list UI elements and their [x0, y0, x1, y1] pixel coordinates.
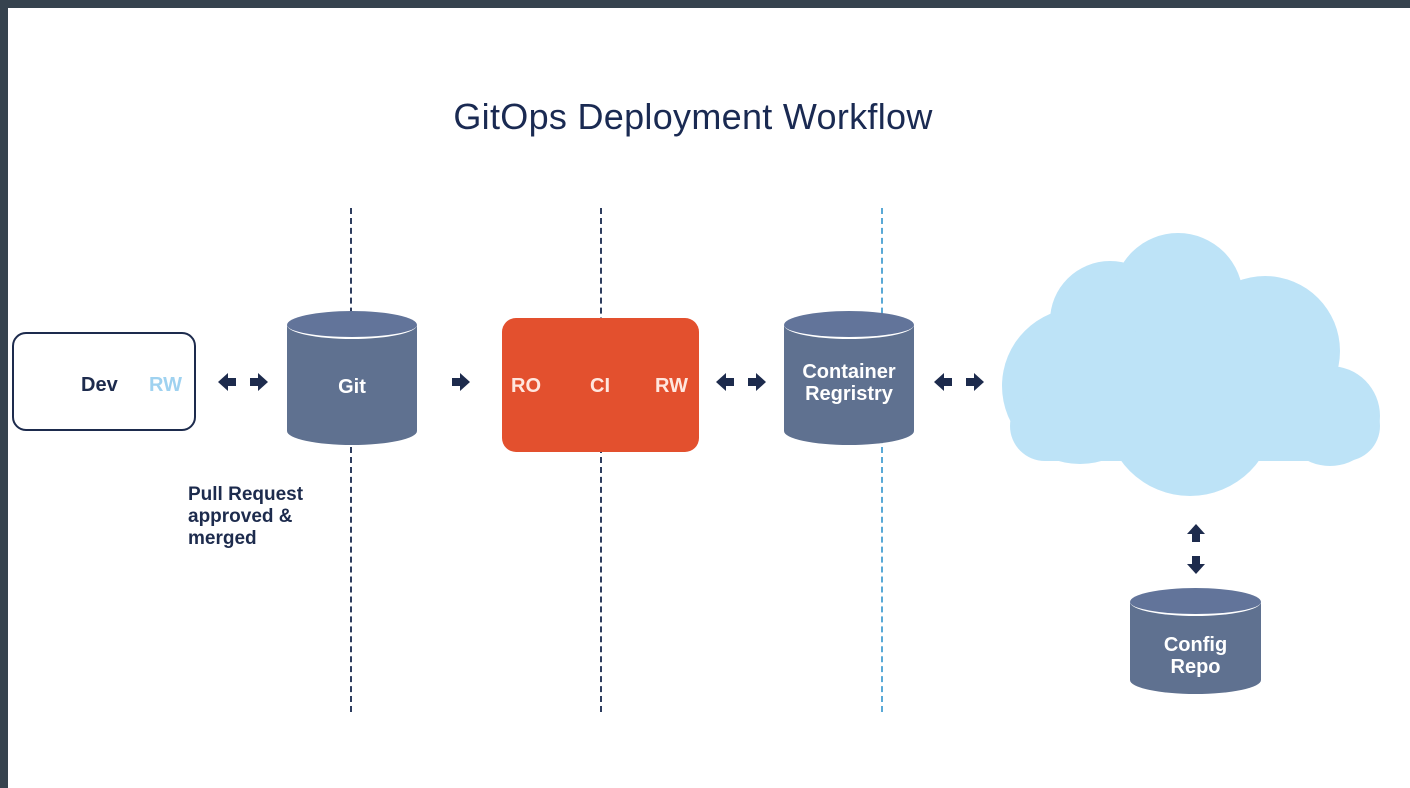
config-repo-label-line2: Repo: [1170, 656, 1221, 678]
container-registry-label-line2: Regristry: [805, 383, 893, 405]
stage-divider-1: [350, 208, 352, 712]
vertical-double-arrow-icon: [1187, 524, 1205, 574]
stage-divider-2: [600, 208, 602, 712]
cloud-icon: [1002, 233, 1380, 496]
git-label: Git: [338, 376, 366, 398]
pull-request-note: Pull Request approved & merged: [188, 484, 304, 549]
ci-ro-label: RO: [511, 375, 541, 397]
dev-label: Dev: [81, 374, 118, 396]
dev-access-label: RW: [149, 374, 182, 396]
right-arrow-icon: [452, 373, 470, 391]
diagram-canvas: GitOps Deployment Workflow Dev RW Git Pu…: [8, 8, 1410, 788]
double-arrow-icon: [934, 373, 984, 391]
container-registry-node: Container Regristry: [784, 311, 914, 445]
container-registry-label-line1: Container: [802, 361, 896, 383]
stage-divider-3: [881, 208, 883, 712]
double-arrow-icon: [218, 373, 268, 391]
config-repo-label-line1: Config: [1163, 634, 1228, 656]
ci-label: CI: [590, 375, 610, 397]
dev-node: Dev RW: [12, 332, 196, 431]
git-node: Git: [287, 311, 417, 445]
double-arrow-icon: [716, 373, 766, 391]
ci-rw-label: RW: [655, 375, 688, 397]
ci-node: RO CI RW: [502, 318, 699, 452]
config-repo-node: Config Repo: [1130, 588, 1261, 694]
diagram-title: GitOps Deployment Workflow: [453, 96, 933, 137]
